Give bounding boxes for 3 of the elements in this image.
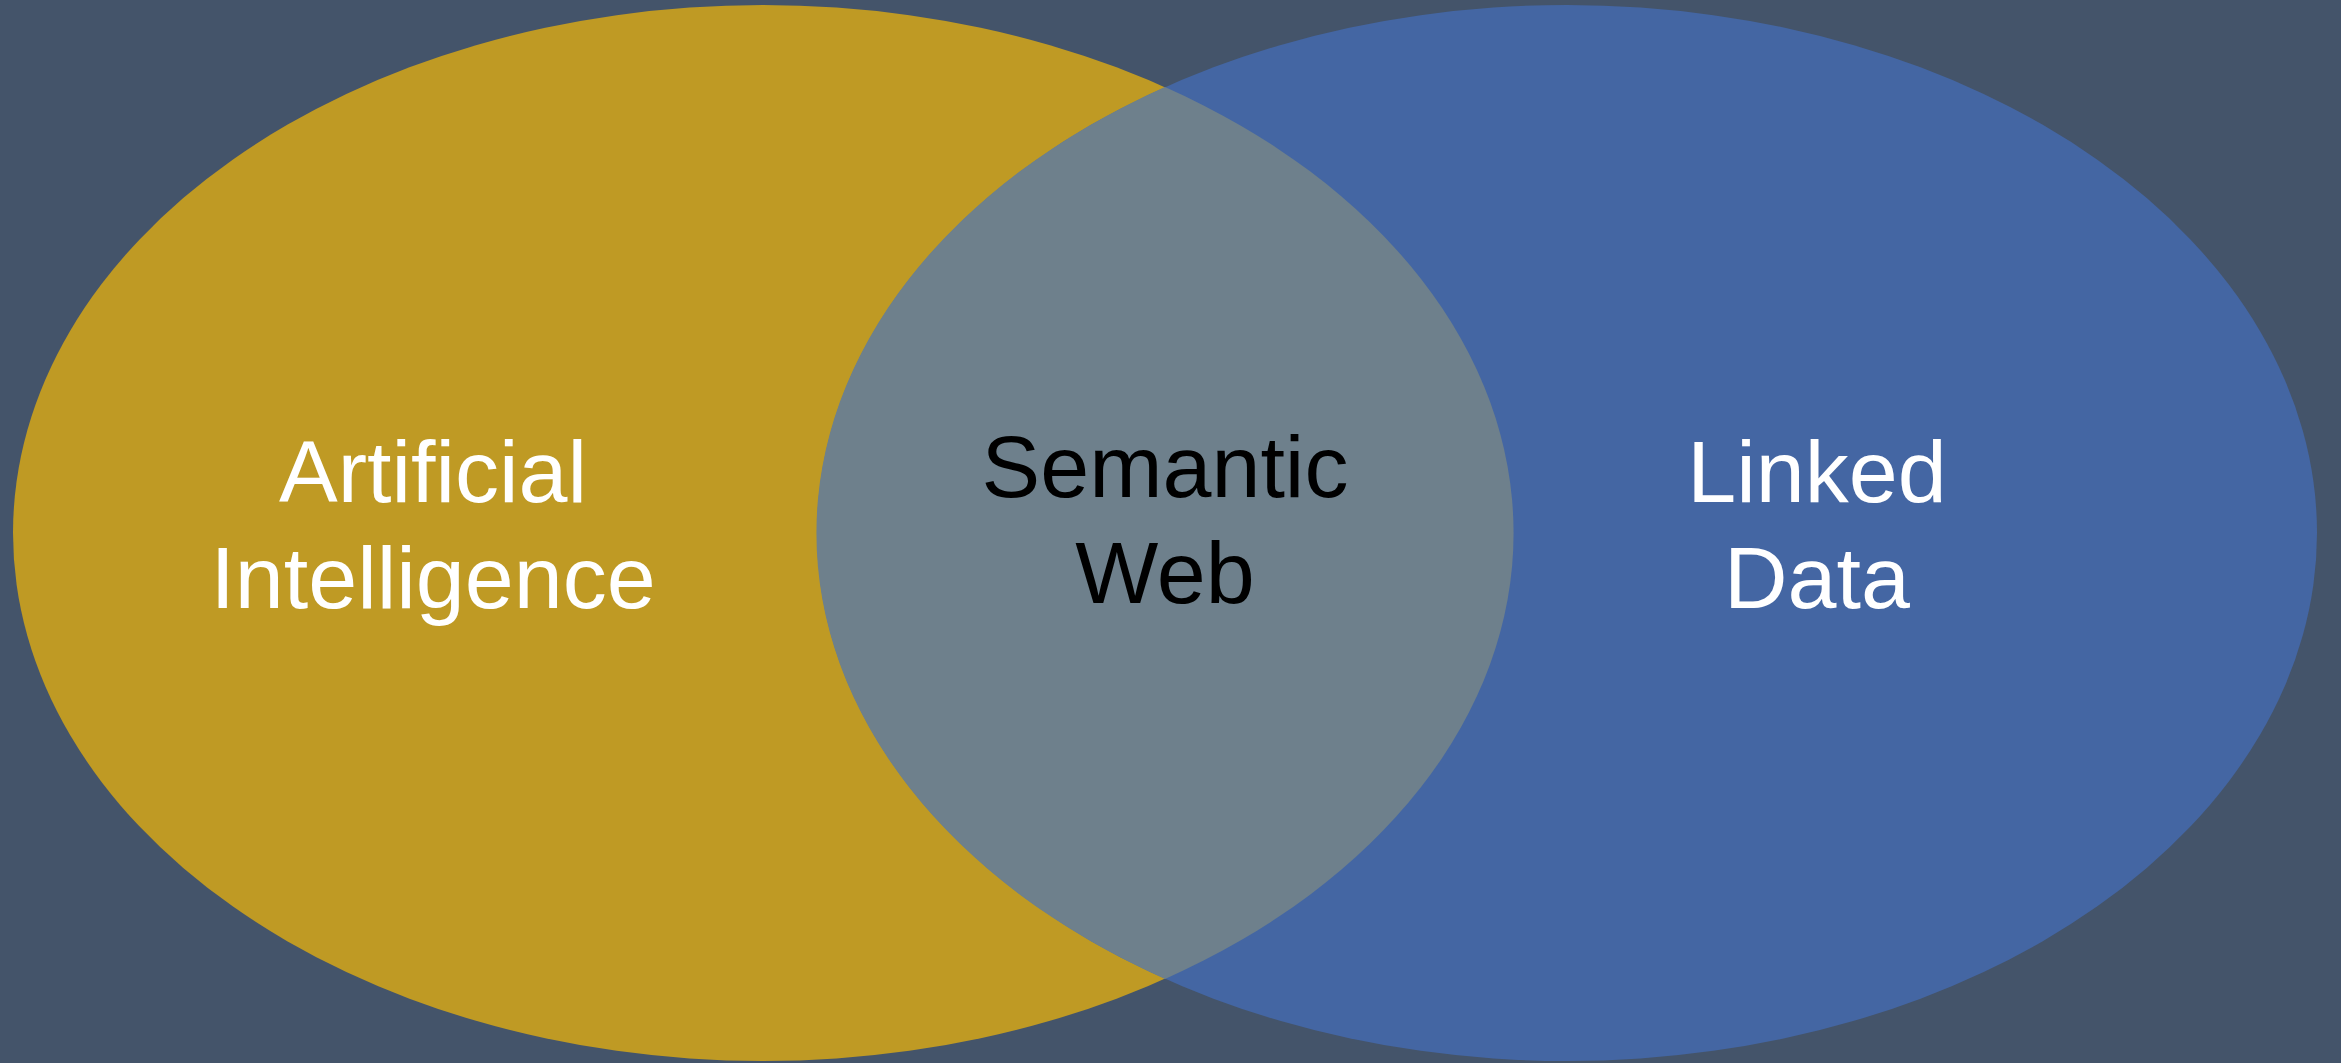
region-label: Artificial Intelligence <box>209 421 657 629</box>
region-label: Semantic Web <box>980 416 1350 624</box>
region-label: Linked Data <box>1686 421 1948 629</box>
